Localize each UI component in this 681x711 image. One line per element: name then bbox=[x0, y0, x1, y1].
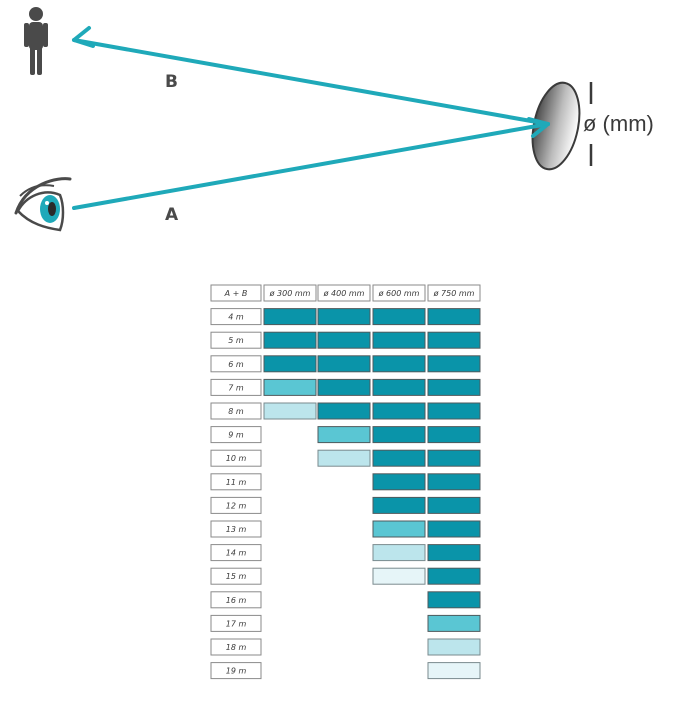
visibility-cell bbox=[427, 426, 481, 444]
visibility-cell bbox=[427, 449, 481, 467]
row-label-cell bbox=[210, 402, 262, 420]
column-header-cell bbox=[427, 284, 481, 302]
diameter-label: ø (mm) bbox=[583, 111, 654, 136]
path-b-label: B bbox=[165, 72, 178, 92]
row-label-cell bbox=[210, 308, 262, 326]
visibility-cell bbox=[427, 378, 481, 396]
path-a-label: A bbox=[165, 205, 179, 225]
visibility-cell bbox=[317, 308, 371, 326]
row-label: 14 m bbox=[226, 549, 247, 558]
column-header-label: ø 300 mm bbox=[269, 289, 311, 298]
row-label: 4 m bbox=[228, 313, 244, 322]
visibility-cell bbox=[427, 662, 481, 680]
visibility-cell bbox=[263, 355, 317, 373]
visibility-cell bbox=[263, 308, 317, 326]
visibility-cell bbox=[427, 520, 481, 538]
row-label-cell bbox=[210, 567, 262, 585]
row-label: 10 m bbox=[226, 454, 247, 463]
visibility-cell bbox=[317, 449, 371, 467]
visibility-cell bbox=[372, 544, 426, 562]
header-corner-label: A + B bbox=[224, 289, 248, 298]
visibility-cell bbox=[317, 426, 371, 444]
visibility-cell bbox=[372, 520, 426, 538]
visibility-cell bbox=[372, 473, 426, 491]
visibility-cell bbox=[427, 402, 481, 420]
row-label: 12 m bbox=[226, 501, 247, 510]
visibility-cell bbox=[427, 567, 481, 585]
row-label-cell bbox=[210, 449, 262, 467]
visibility-cell bbox=[372, 402, 426, 420]
path-a-arrow bbox=[72, 117, 550, 210]
visibility-cell bbox=[372, 331, 426, 349]
visibility-cell bbox=[317, 355, 371, 373]
row-label: 15 m bbox=[226, 572, 247, 581]
visibility-cell bbox=[372, 378, 426, 396]
row-label-cell bbox=[210, 496, 262, 514]
row-label-cell bbox=[210, 378, 262, 396]
visibility-cell bbox=[317, 378, 371, 396]
row-label-cell bbox=[210, 520, 262, 538]
visibility-cell bbox=[372, 308, 426, 326]
visibility-cell bbox=[427, 496, 481, 514]
row-label: 19 m bbox=[226, 667, 247, 676]
row-label: 17 m bbox=[226, 619, 247, 628]
header-corner-cell bbox=[210, 284, 262, 302]
row-label: 7 m bbox=[228, 383, 244, 392]
row-label-cell bbox=[210, 473, 262, 491]
visibility-cell bbox=[427, 638, 481, 656]
column-header-cell bbox=[317, 284, 371, 302]
row-label: 18 m bbox=[226, 643, 247, 652]
visibility-cell bbox=[263, 402, 317, 420]
path-b-arrow bbox=[72, 26, 550, 126]
visibility-cell bbox=[427, 591, 481, 609]
visibility-cell bbox=[263, 331, 317, 349]
row-label-cell bbox=[210, 591, 262, 609]
eye-icon bbox=[14, 177, 72, 232]
column-header-cell bbox=[263, 284, 317, 302]
row-label: 13 m bbox=[226, 525, 247, 534]
row-label: 9 m bbox=[228, 431, 244, 440]
row-label-cell bbox=[210, 638, 262, 656]
visibility-table: A + B ø 300 mm ø 400 mm ø 600 mm ø 750 mm 4 m… bbox=[210, 284, 481, 680]
visibility-cell bbox=[427, 544, 481, 562]
visibility-cell bbox=[263, 378, 317, 396]
row-label: 11 m bbox=[226, 478, 247, 487]
row-label-cell bbox=[210, 614, 262, 632]
row-label-cell bbox=[210, 355, 262, 373]
row-label-cell bbox=[210, 426, 262, 444]
visibility-cell bbox=[317, 402, 371, 420]
visibility-cell bbox=[372, 496, 426, 514]
visibility-cell bbox=[427, 308, 481, 326]
row-label-cell bbox=[210, 544, 262, 562]
person-icon bbox=[24, 7, 48, 75]
visibility-cell bbox=[372, 426, 426, 444]
row-label: 5 m bbox=[228, 336, 244, 345]
row-label-cell bbox=[210, 662, 262, 680]
row-label: 16 m bbox=[226, 596, 247, 605]
row-label: 6 m bbox=[228, 360, 244, 369]
column-header-cell bbox=[372, 284, 426, 302]
visibility-cell bbox=[372, 449, 426, 467]
column-header-label: ø 750 mm bbox=[433, 289, 475, 298]
visibility-cell bbox=[427, 355, 481, 373]
column-header-label: ø 400 mm bbox=[323, 289, 365, 298]
visibility-cell bbox=[372, 355, 426, 373]
column-header-label: ø 600 mm bbox=[378, 289, 420, 298]
visibility-cell bbox=[427, 473, 481, 491]
visibility-cell bbox=[427, 331, 481, 349]
visibility-cell bbox=[317, 331, 371, 349]
row-label-cell bbox=[210, 331, 262, 349]
visibility-cell bbox=[427, 614, 481, 632]
visibility-cell bbox=[372, 567, 426, 585]
row-label: 8 m bbox=[228, 407, 244, 416]
